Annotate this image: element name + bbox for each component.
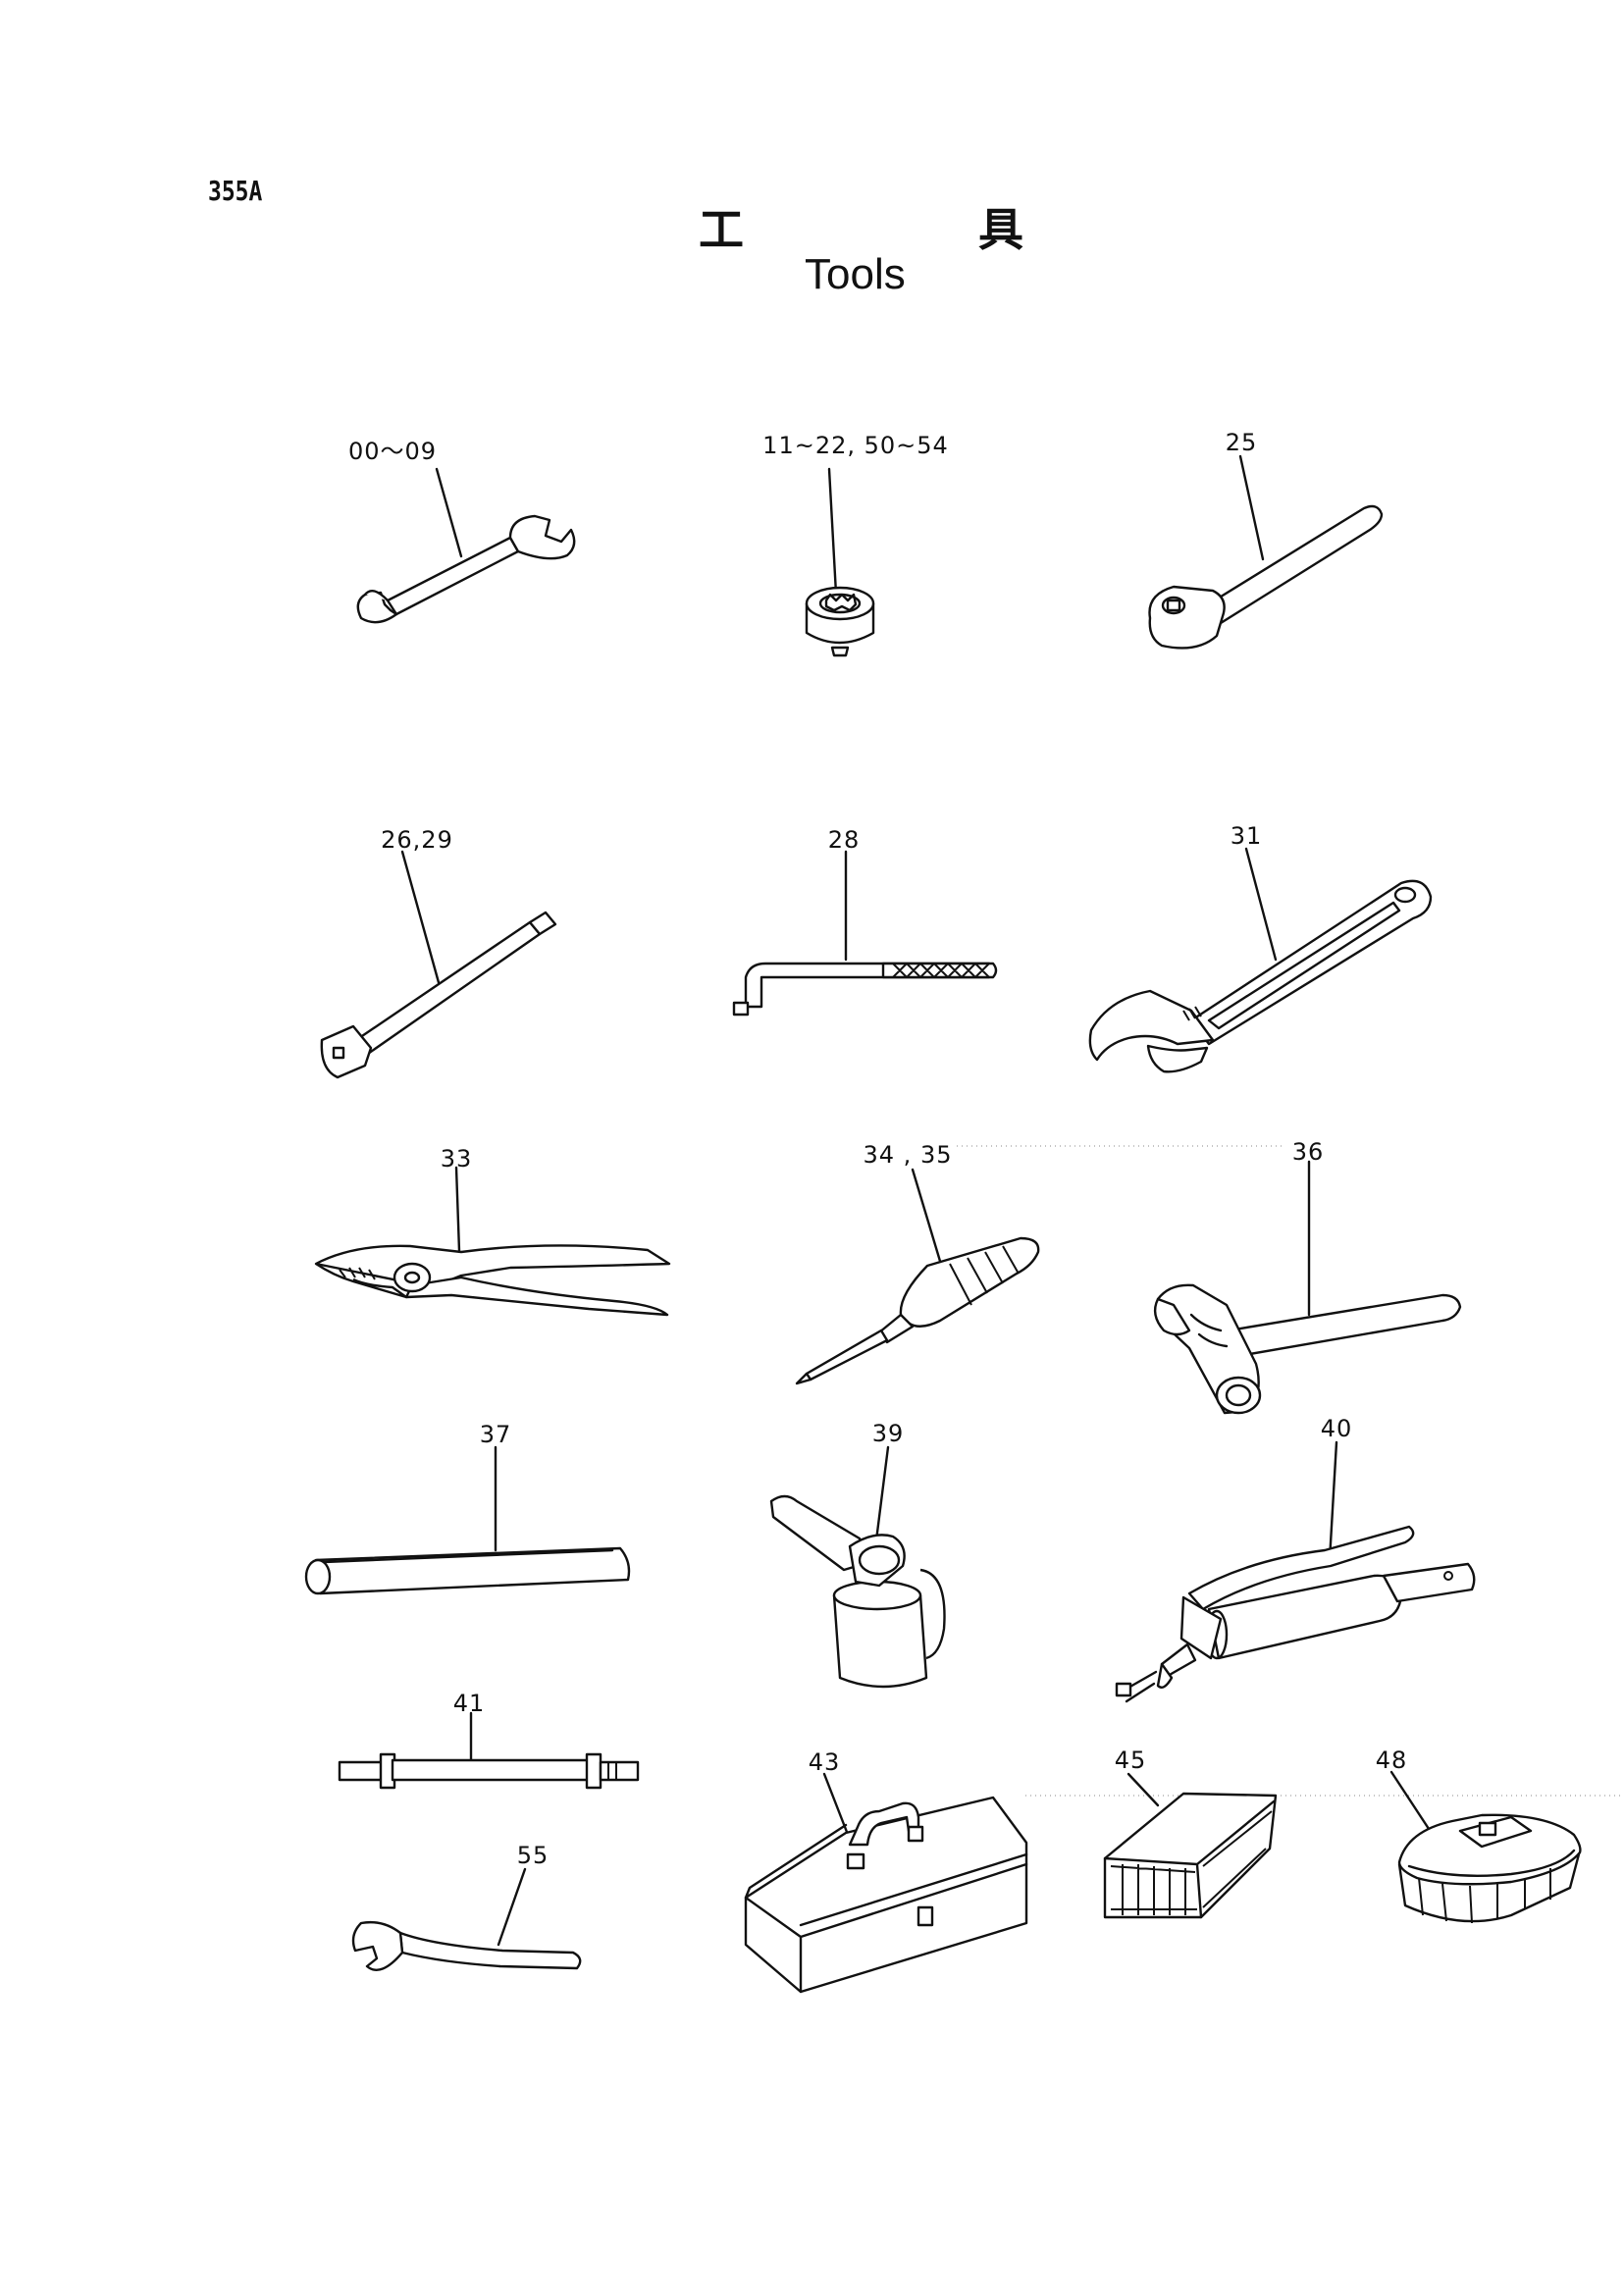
callout-36: 36 (1291, 1138, 1325, 1166)
title-chinese-2: 具 (978, 203, 1023, 256)
tool-box (744, 1772, 1028, 1994)
title-chinese-1: 工 (699, 203, 744, 256)
grease-gun (1115, 1440, 1476, 1703)
callout-41: 41 (452, 1690, 486, 1717)
callout-43: 43 (808, 1748, 841, 1776)
ratchet-handle (1148, 454, 1384, 650)
single-end-spanner (351, 1867, 582, 1971)
page-code: 355A (208, 175, 263, 207)
grease-hose (338, 1711, 640, 1790)
callout-55: 55 (516, 1842, 550, 1869)
callout-26-29: 26,29 (381, 826, 453, 854)
tommy-bar (304, 1445, 631, 1595)
callout-28: 28 (827, 826, 861, 854)
extension-bar (320, 850, 557, 1079)
callout-25: 25 (1225, 429, 1258, 456)
callout-11-22: 11~22, 50~54 (762, 432, 949, 459)
callout-40: 40 (1320, 1415, 1353, 1442)
callout-34-35: 34 , 35 (863, 1141, 953, 1169)
callout-39: 39 (871, 1420, 905, 1447)
callout-48: 48 (1375, 1747, 1408, 1774)
hammer (1153, 1160, 1462, 1415)
l-handle (732, 850, 998, 1017)
screwdriver (795, 1168, 1040, 1385)
filter-wrench (1389, 1770, 1582, 1924)
callout-45: 45 (1114, 1747, 1147, 1774)
tool-bag (1103, 1772, 1278, 1919)
oil-can (769, 1445, 946, 1689)
socket (805, 467, 875, 657)
open-end-spanner (356, 467, 576, 624)
callout-00-09: 00～09 (347, 438, 438, 465)
callout-37: 37 (479, 1421, 512, 1448)
page-title: Tools (805, 250, 906, 298)
slip-joint-pliers (314, 1166, 671, 1317)
callout-31: 31 (1230, 822, 1263, 850)
adjustable-wrench (1088, 847, 1433, 1073)
